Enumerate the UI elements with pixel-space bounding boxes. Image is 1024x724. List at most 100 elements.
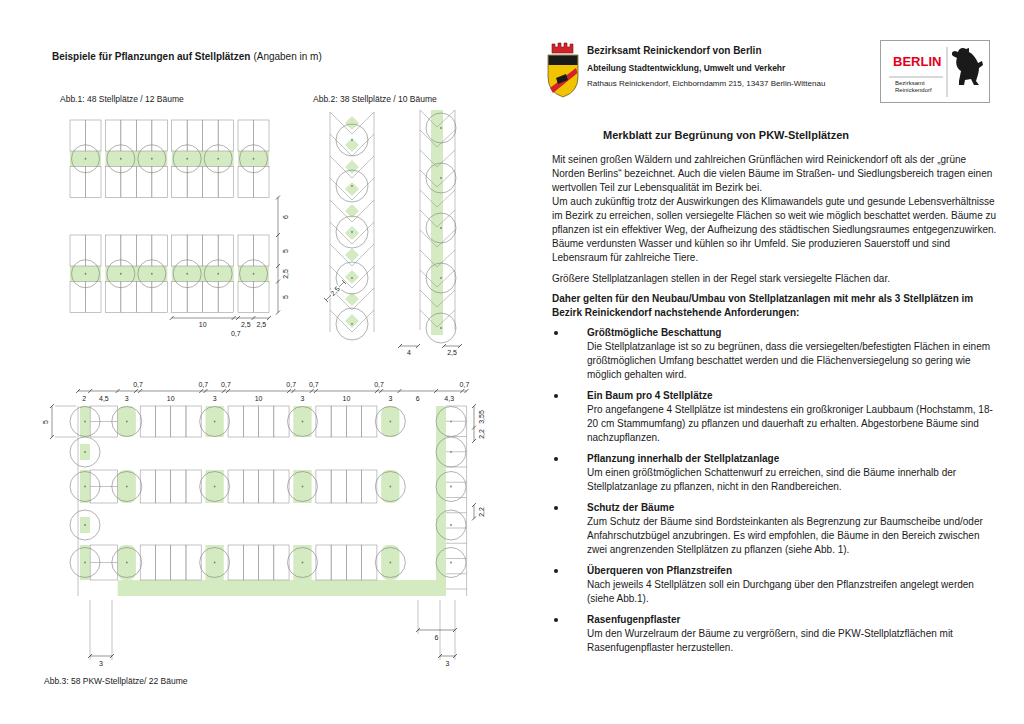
parking-stall xyxy=(203,120,219,151)
bullet-text: Nach jeweils 4 Stellplätzen soll ein Dur… xyxy=(587,578,998,606)
logo-wordmark: BERLIN xyxy=(893,54,989,70)
parking-stall xyxy=(238,235,254,266)
planting-bed xyxy=(80,470,90,503)
parking-stall xyxy=(90,562,117,563)
tree-crown xyxy=(240,145,268,173)
planting-bed xyxy=(345,248,359,262)
tree-trunk xyxy=(84,562,86,564)
parking-stall xyxy=(90,486,117,487)
parking-stall xyxy=(86,167,102,198)
dimension-tick xyxy=(76,389,80,393)
planting-bed xyxy=(345,116,359,130)
parking-stall xyxy=(228,470,243,503)
dimension-line xyxy=(474,406,475,441)
tree-trunk xyxy=(450,486,452,488)
bullet-heading: Ein Baum pro 4 Stellplätze xyxy=(587,389,998,403)
planting-strip xyxy=(172,151,234,167)
dimension-label: 2,2 xyxy=(478,428,485,440)
parking-stall xyxy=(330,156,374,178)
parking-stall xyxy=(331,545,346,580)
dimension-label: 10 xyxy=(198,321,208,328)
dimension-label: 3 xyxy=(98,660,104,667)
paragraph-text: Um auch zukünftig trotz der Auswirkungen… xyxy=(552,195,998,265)
dimension-tick xyxy=(314,389,318,393)
parking-stall xyxy=(254,167,270,198)
planting-strip xyxy=(105,266,167,282)
parking-stall xyxy=(172,120,188,151)
parking-stall xyxy=(446,451,467,452)
tree-pit xyxy=(118,545,136,580)
parking-stall xyxy=(446,589,467,590)
dimension-label: 4,3 xyxy=(443,394,455,401)
tree-pit xyxy=(381,406,399,437)
parking-stall xyxy=(420,270,455,287)
parking-stall xyxy=(121,282,137,313)
dimension-line xyxy=(400,346,418,347)
tree-trunk xyxy=(214,421,216,423)
figure-caption: Abb.1: 48 Stellplätze / 12 Bäume xyxy=(60,95,184,105)
parking-stall xyxy=(171,406,186,437)
dimension-tick xyxy=(472,404,476,408)
planting-strip xyxy=(172,266,234,282)
coat-of-arms-field xyxy=(549,56,578,66)
parking-stall xyxy=(187,167,203,198)
parking-stall xyxy=(105,235,121,266)
tree-pit xyxy=(205,545,223,580)
parking-stall xyxy=(316,406,331,437)
dimension-tick xyxy=(375,389,379,393)
bullet-text: Um einen größtmöglichen Schattenwurf zu … xyxy=(587,466,998,494)
coat-of-arms xyxy=(548,55,578,97)
planting-bed xyxy=(80,406,90,437)
tree-crown xyxy=(436,407,466,437)
parking-edge xyxy=(78,406,79,596)
tree-trunk xyxy=(85,158,87,160)
dimension-label: 3,55 xyxy=(478,409,485,425)
parking-stall xyxy=(316,470,331,503)
dimension-tick xyxy=(453,654,457,658)
dimension-label: 10 xyxy=(254,394,264,401)
dimension-label: 5 xyxy=(282,248,289,254)
dimension-tick xyxy=(379,389,383,393)
tree-trunk xyxy=(120,273,122,275)
tree-trunk xyxy=(120,158,122,160)
tree-crown xyxy=(204,260,232,288)
tree-crown xyxy=(287,472,317,502)
planting-strip xyxy=(70,151,101,167)
parking-edge xyxy=(420,110,421,330)
parking-stall xyxy=(172,282,188,313)
tree-trunk xyxy=(302,486,304,488)
wall-crown xyxy=(552,43,573,53)
tree-crown xyxy=(436,472,466,502)
dimension-tick xyxy=(342,280,346,284)
dimension-tick xyxy=(222,389,226,393)
parking-edge xyxy=(466,406,467,596)
bullet-heading: Pflanzung innerhalb der Stellplatzanlage xyxy=(587,452,998,466)
parking-stall xyxy=(121,167,137,198)
parking-stall xyxy=(140,406,155,437)
parking-stall xyxy=(274,406,289,437)
tree-crown xyxy=(72,145,100,173)
office-name: Bezirksamt Reinickendorf von Berlin xyxy=(587,45,762,57)
bullet-heading: Schutz der Bäume xyxy=(587,501,998,515)
tree-crown xyxy=(426,113,456,143)
dimension-tick xyxy=(276,280,280,284)
parking-stall xyxy=(346,406,361,437)
tree-trunk xyxy=(440,327,442,329)
logo-divider xyxy=(889,77,943,78)
dimension-tick xyxy=(324,298,328,302)
parking-stall xyxy=(331,406,346,437)
parking-edge xyxy=(330,112,331,332)
dimension-label: 5 xyxy=(42,419,49,425)
dimension-tick xyxy=(276,233,280,237)
dimension-label: 0,7 xyxy=(220,381,232,388)
parking-stall xyxy=(259,545,274,580)
tree-crown xyxy=(173,145,201,173)
parking-stall xyxy=(420,170,455,187)
tree-pit xyxy=(118,406,136,437)
tree-crown xyxy=(107,260,135,288)
dimension-line xyxy=(474,505,475,518)
tree-pit xyxy=(205,406,223,437)
dimension-tick xyxy=(472,503,476,507)
tree-trunk xyxy=(253,158,255,160)
planting-strip xyxy=(238,151,269,167)
